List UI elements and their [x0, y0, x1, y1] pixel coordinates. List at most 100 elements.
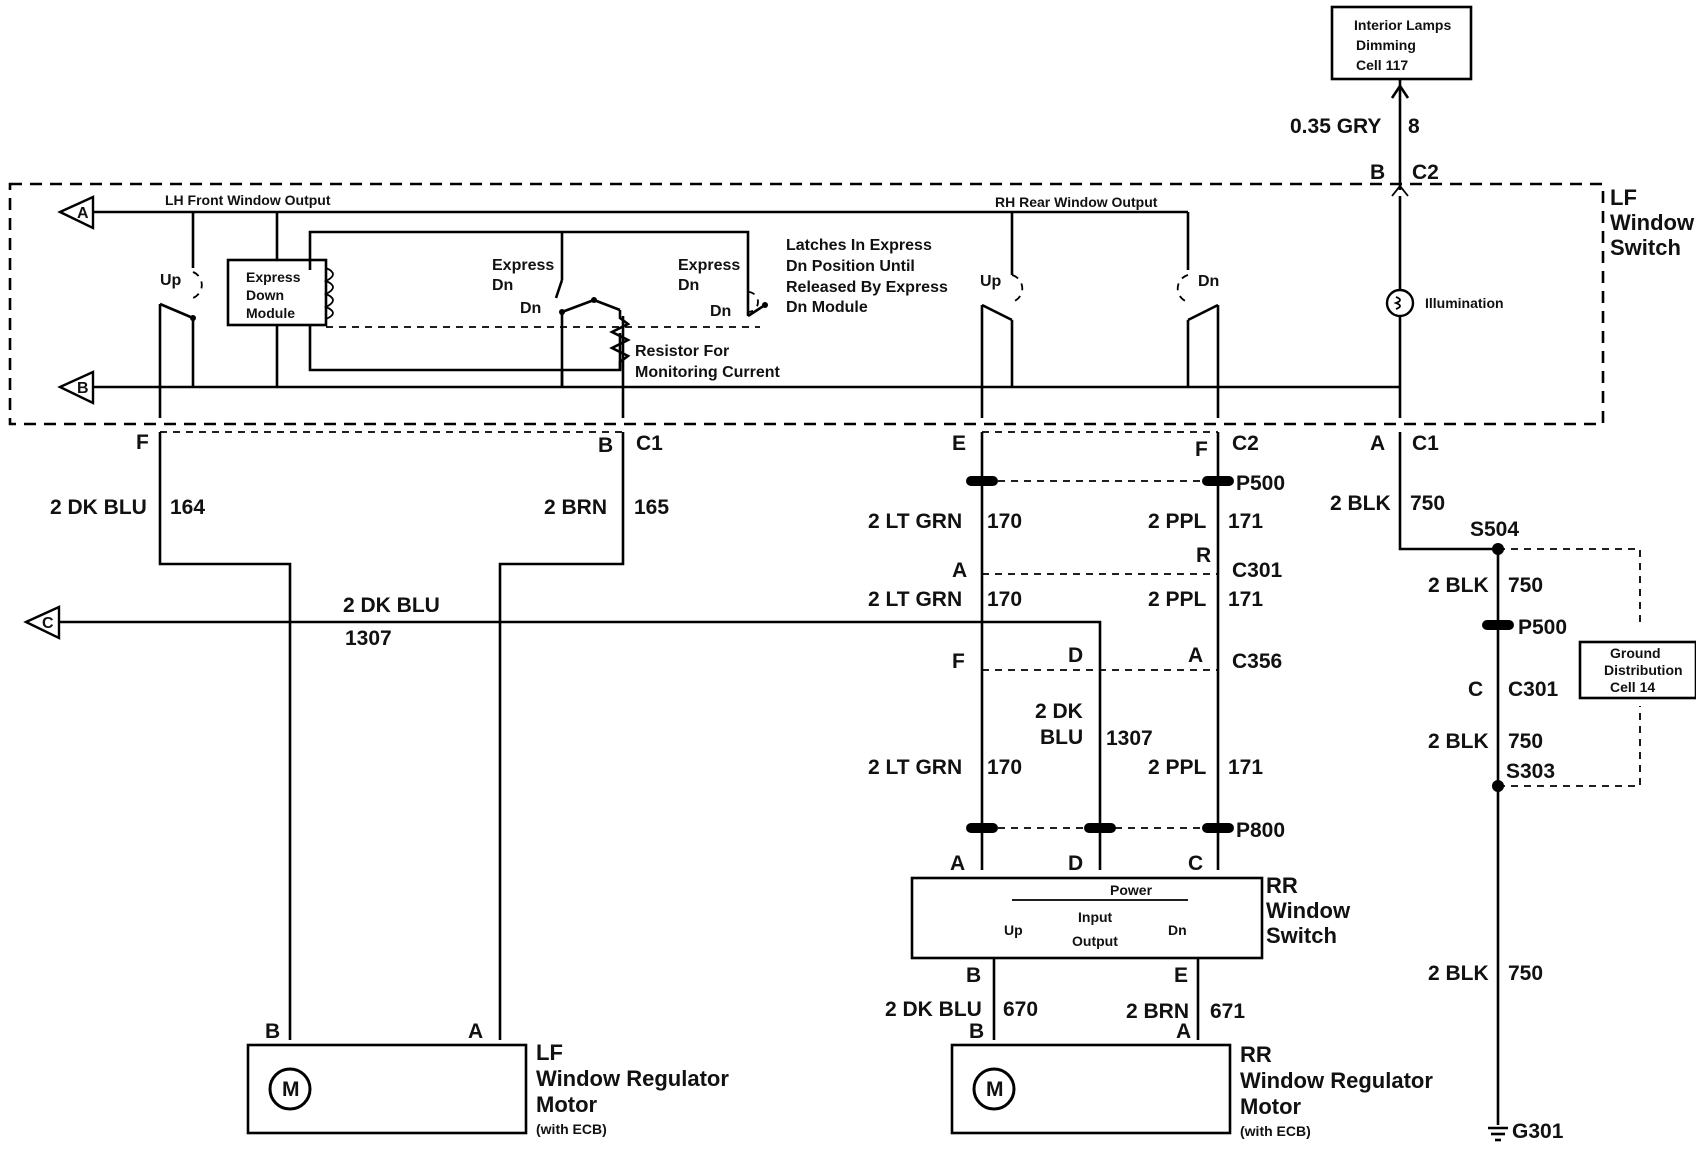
connector-pin-icon: [1391, 184, 1409, 197]
svg-text:171: 171: [1228, 756, 1263, 779]
svg-text:Dn Module: Dn Module: [786, 299, 868, 316]
svg-text:C301: C301: [1508, 678, 1559, 701]
svg-text:165: 165: [634, 496, 669, 519]
svg-text:B: B: [598, 434, 613, 457]
svg-text:Dn: Dn: [1198, 273, 1219, 290]
svg-text:P800: P800: [1236, 819, 1285, 842]
svg-text:Cell 117: Cell 117: [1356, 57, 1408, 73]
svg-text:C356: C356: [1232, 650, 1282, 673]
ground-distribution-box: Ground Distribution Cell 14: [1578, 640, 1696, 700]
svg-text:Dimming: Dimming: [1356, 37, 1416, 53]
svg-text:164: 164: [170, 496, 205, 519]
svg-text:B: B: [77, 380, 89, 397]
svg-text:C: C: [42, 615, 54, 632]
svg-text:2 DK BLU: 2 DK BLU: [343, 594, 440, 617]
svg-text:Window Regulator: Window Regulator: [1240, 1068, 1433, 1093]
up-label: Up: [160, 272, 182, 289]
express-dn-label: Express: [492, 257, 554, 274]
svg-text:Dn: Dn: [492, 277, 513, 294]
svg-text:Output: Output: [1072, 933, 1118, 949]
svg-text:C1: C1: [1412, 432, 1439, 455]
svg-text:2 LT GRN: 2 LT GRN: [868, 510, 962, 533]
svg-text:2 BRN: 2 BRN: [1126, 1000, 1189, 1023]
svg-text:750: 750: [1410, 492, 1445, 515]
svg-text:LF: LF: [536, 1040, 563, 1065]
svg-text:Input: Input: [1078, 909, 1113, 925]
svg-text:2 PPL: 2 PPL: [1148, 756, 1207, 779]
svg-text:Window: Window: [1266, 898, 1351, 923]
svg-text:2 DK BLU: 2 DK BLU: [50, 496, 147, 519]
rr-window-switch: A D C Power Input Output Up Dn RR Window…: [910, 852, 1351, 960]
svg-text:F: F: [1195, 438, 1208, 461]
svg-text:C2: C2: [1232, 432, 1259, 455]
lh-output-label: LH Front Window Output: [165, 192, 331, 208]
svg-text:2 BLK: 2 BLK: [1428, 730, 1489, 753]
svg-text:BLU: BLU: [1040, 726, 1083, 749]
svg-text:Monitoring Current: Monitoring Current: [635, 364, 781, 381]
svg-text:F: F: [136, 431, 149, 454]
svg-text:2 LT GRN: 2 LT GRN: [868, 588, 962, 611]
svg-text:2 LT GRN: 2 LT GRN: [868, 756, 962, 779]
svg-text:A: A: [1188, 644, 1203, 667]
ground-icon: [1488, 1126, 1508, 1142]
svg-text:2 PPL: 2 PPL: [1148, 588, 1207, 611]
svg-text:E: E: [1174, 964, 1188, 987]
illumination-lamp-icon: [1385, 288, 1415, 318]
pin-label: B: [1370, 161, 1385, 184]
svg-text:Up: Up: [980, 273, 1002, 290]
svg-text:2 DK BLU: 2 DK BLU: [885, 998, 982, 1021]
svg-text:Window Regulator: Window Regulator: [536, 1066, 729, 1091]
svg-text:C301: C301: [1232, 559, 1283, 582]
svg-text:1307: 1307: [345, 627, 392, 650]
lf-switch-title: LF Window Switch: [1610, 185, 1695, 260]
svg-text:171: 171: [1228, 510, 1263, 533]
svg-text:Switch: Switch: [1610, 235, 1681, 260]
svg-text:C: C: [1188, 852, 1203, 875]
svg-text:170: 170: [987, 588, 1022, 611]
illumination-label: Illumination: [1425, 295, 1504, 311]
svg-text:Dn: Dn: [678, 277, 699, 294]
resistor-label: Resistor For: [635, 343, 729, 360]
offpage-connector-b: B: [57, 370, 95, 405]
connector-label: C2: [1412, 161, 1439, 184]
arrow-up-icon: [1390, 83, 1410, 99]
rh-output-label: RH Rear Window Output: [995, 194, 1158, 210]
svg-text:(with ECB): (with ECB): [536, 1121, 607, 1137]
svg-text:RR: RR: [1266, 873, 1298, 898]
latches-note: Latches In Express Dn Position Until Rel…: [786, 237, 948, 316]
svg-text:Interior Lamps: Interior Lamps: [1354, 17, 1451, 33]
offpage-connector-c: C: [23, 605, 61, 640]
svg-text:P500: P500: [1236, 472, 1285, 495]
lf-switch-boundary: [8, 182, 1605, 426]
svg-text:2 PPL: 2 PPL: [1148, 510, 1207, 533]
svg-text:Up: Up: [1004, 922, 1023, 938]
svg-text:Window: Window: [1610, 210, 1695, 235]
svg-text:C1: C1: [636, 432, 663, 455]
svg-text:M: M: [986, 1078, 1004, 1101]
svg-text:P500: P500: [1518, 616, 1567, 639]
svg-text:E: E: [952, 432, 966, 455]
svg-text:A: A: [1176, 1020, 1191, 1043]
svg-text:B: B: [966, 964, 981, 987]
svg-text:Dn Position Until: Dn Position Until: [786, 258, 915, 275]
svg-text:Down: Down: [246, 287, 284, 303]
express-down-module: Express Down Module: [226, 258, 334, 327]
svg-text:A: A: [952, 559, 967, 582]
svg-text:171: 171: [1228, 588, 1263, 611]
svg-text:Latches In Express: Latches In Express: [786, 237, 932, 254]
svg-text:2 BLK: 2 BLK: [1330, 492, 1391, 515]
rr-window-regulator-motor: M B A RR Window Regulator Motor (with EC…: [950, 1020, 1433, 1139]
circuit-number: 8: [1408, 115, 1420, 138]
svg-text:Power: Power: [1110, 882, 1153, 898]
svg-text:Cell 14: Cell 14: [1610, 679, 1655, 695]
svg-text:Dn: Dn: [710, 303, 731, 320]
svg-text:(with ECB): (with ECB): [1240, 1123, 1311, 1139]
svg-text:R: R: [1196, 544, 1211, 567]
motor-icon: [972, 1067, 1016, 1111]
lf-window-regulator-motor: M B A LF Window Regulator Motor (with EC…: [246, 1020, 729, 1137]
svg-text:A: A: [1370, 432, 1385, 455]
svg-text:750: 750: [1508, 574, 1543, 597]
svg-text:RR: RR: [1240, 1042, 1272, 1067]
